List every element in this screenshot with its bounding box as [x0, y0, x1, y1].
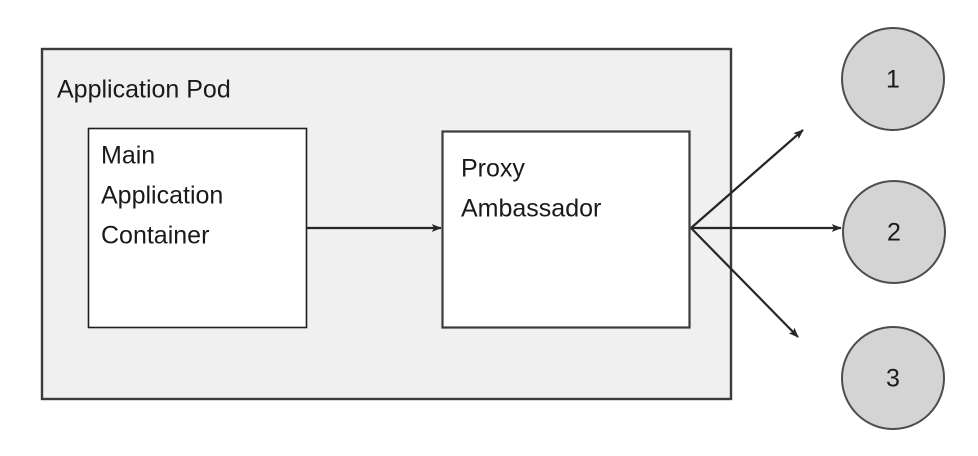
main-application-container-line-2: Application: [101, 182, 223, 210]
main-application-container-box: [87, 127, 308, 329]
external-service-2-circle: [842, 180, 946, 284]
external-service-3-circle: [841, 326, 945, 430]
external-service-1-circle: [841, 27, 945, 131]
external-service-1-label: 1: [886, 66, 900, 94]
proxy-ambassador-line-1: Proxy: [461, 155, 525, 183]
proxy-to-service-3-arrow: [690, 227, 799, 338]
application-pod-label: Application Pod: [57, 76, 231, 104]
main-application-container-line-1: Main: [101, 142, 155, 170]
external-service-3-label: 3: [886, 365, 900, 393]
external-service-2-label: 2: [887, 219, 901, 247]
proxy-to-service-1-arrow: [690, 129, 804, 229]
main-application-container-line-3: Container: [101, 222, 209, 250]
proxy-ambassador-line-2: Ambassador: [461, 195, 601, 223]
proxy-ambassador-container-box: [441, 130, 691, 329]
